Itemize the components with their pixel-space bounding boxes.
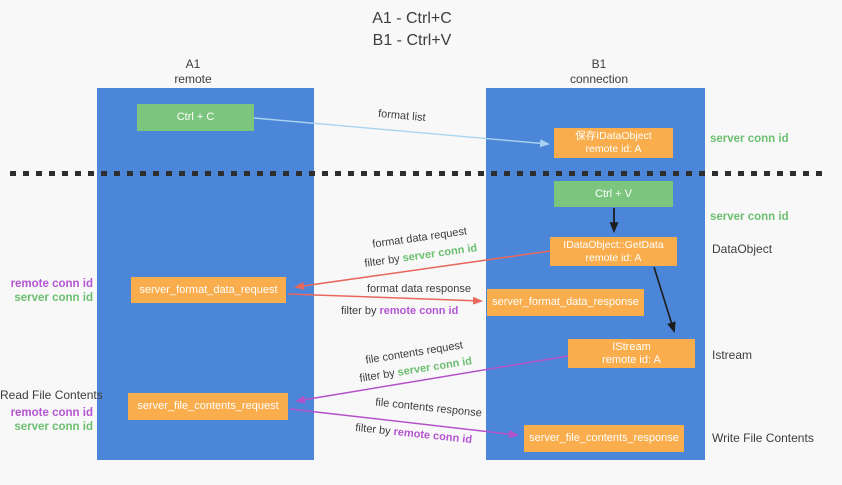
node-idataobject-getdata: IDataObject::GetData remote id: A — [550, 237, 677, 266]
diagram-title: A1 - Ctrl+C B1 - Ctrl+V — [312, 8, 512, 52]
left-label-read-file-contents: Read File Contents — [0, 388, 103, 402]
lane-b-header: B1 connection — [539, 57, 659, 87]
remote-conn-id-text: remote conn id — [379, 305, 459, 317]
lane-a-role: remote — [174, 72, 212, 86]
arrow-file-contents-response — [289, 408, 519, 439]
lane-a-header: A1 remote — [133, 57, 253, 87]
node-ctrl-v-label: Ctrl + V — [595, 187, 632, 200]
title-line-2: B1 - Ctrl+V — [372, 32, 452, 49]
node-idataobject-getdata-line1: IDataObject::GetData — [563, 238, 664, 251]
node-save-idataobject-line1: 保存IDataObject — [575, 130, 652, 142]
left-label-server-conn-id-1: server conn id — [14, 292, 93, 304]
node-ctrl-c: Ctrl + C — [137, 104, 254, 131]
lane-b-role: connection — [569, 72, 629, 86]
title-line-1: A1 - Ctrl+C — [372, 10, 452, 27]
arrow-file-contents-request — [295, 355, 569, 404]
node-server-format-data-request-label: server_format_data_request — [139, 283, 278, 296]
dotted-divider-line — [10, 171, 823, 176]
lane-b-name: B1 — [591, 57, 607, 71]
node-server-file-contents-response: server_file_contents_response — [524, 425, 684, 452]
right-label-write-file-contents: Write File Contents — [712, 431, 814, 445]
right-label-dataobject: DataObject — [712, 242, 773, 256]
right-label-server-conn-id-1: server conn id — [710, 133, 789, 145]
left-label-remote-conn-id-1: remote conn id — [10, 278, 93, 290]
node-server-format-data-response: server_format_data_response — [487, 289, 644, 316]
arrow-format-data-response — [287, 293, 483, 305]
filter-by-text: filter by — [341, 305, 377, 317]
arrow-format-list — [253, 117, 550, 148]
node-istream-line2: remote id: A — [602, 353, 661, 366]
right-label-server-conn-id-2: server conn id — [710, 211, 789, 223]
node-idataobject-getdata-line2: remote id: A — [585, 251, 642, 264]
arrow-getdata-to-istream — [653, 266, 676, 334]
label-format-data-response: format data response — [367, 283, 471, 295]
node-server-format-data-response-label: server_format_data_response — [492, 296, 639, 308]
node-server-format-data-request: server_format_data_request — [131, 277, 286, 303]
right-label-istream: Istream — [712, 348, 753, 362]
left-label-remote-conn-id-2: remote conn id — [10, 407, 93, 419]
node-server-file-contents-request: server_file_contents_request — [128, 393, 288, 420]
node-save-idataobject-line2: remote id: A — [585, 143, 642, 155]
node-server-file-contents-request-label: server_file_contents_request — [137, 400, 279, 412]
node-server-file-contents-response-label: server_file_contents_response — [529, 432, 679, 444]
left-label-server-conn-id-2: server conn id — [14, 421, 93, 433]
node-ctrl-c-label: Ctrl + C — [176, 111, 215, 123]
node-istream: IStream remote id: A — [568, 339, 695, 368]
node-save-idataobject: 保存IDataObject remote id: A — [554, 128, 673, 158]
lane-a-name: A1 — [185, 57, 201, 71]
node-ctrl-v: Ctrl + V — [554, 181, 673, 207]
arrow-format-data-request — [294, 250, 551, 290]
node-istream-line1: IStream — [612, 340, 651, 353]
